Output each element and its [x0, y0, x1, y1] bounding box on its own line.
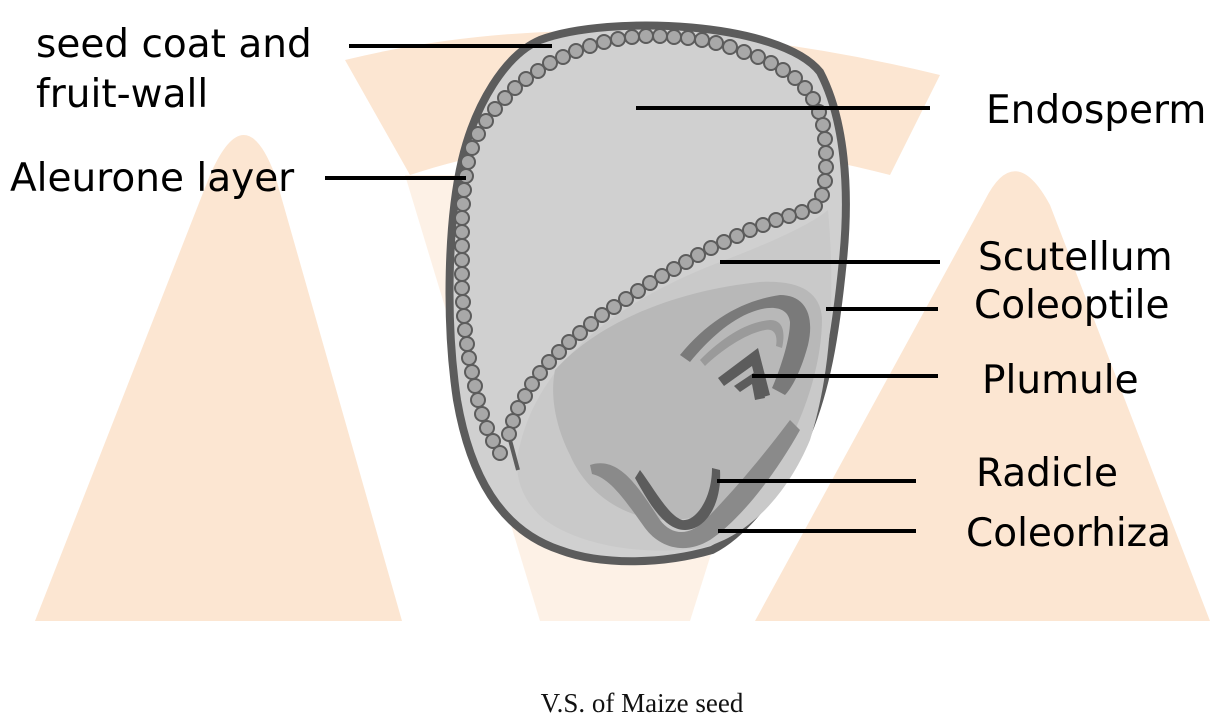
label-scutellum: Scutellum — [978, 235, 1173, 280]
watermark-left-band — [35, 135, 402, 621]
diagram-caption: V.S. of Maize seed — [541, 688, 744, 718]
label-endosperm: Endosperm — [986, 88, 1206, 133]
label-plumule: Plumule — [982, 358, 1139, 403]
label-seed-coat-line1: seed coat and — [36, 22, 312, 67]
label-coleorhiza: Coleorhiza — [966, 511, 1171, 556]
label-seed-coat-line2: fruit-wall — [36, 72, 208, 117]
label-coleoptile: Coleoptile — [974, 283, 1170, 328]
label-radicle: Radicle — [976, 451, 1118, 496]
label-aleurone: Aleurone layer — [10, 156, 295, 201]
